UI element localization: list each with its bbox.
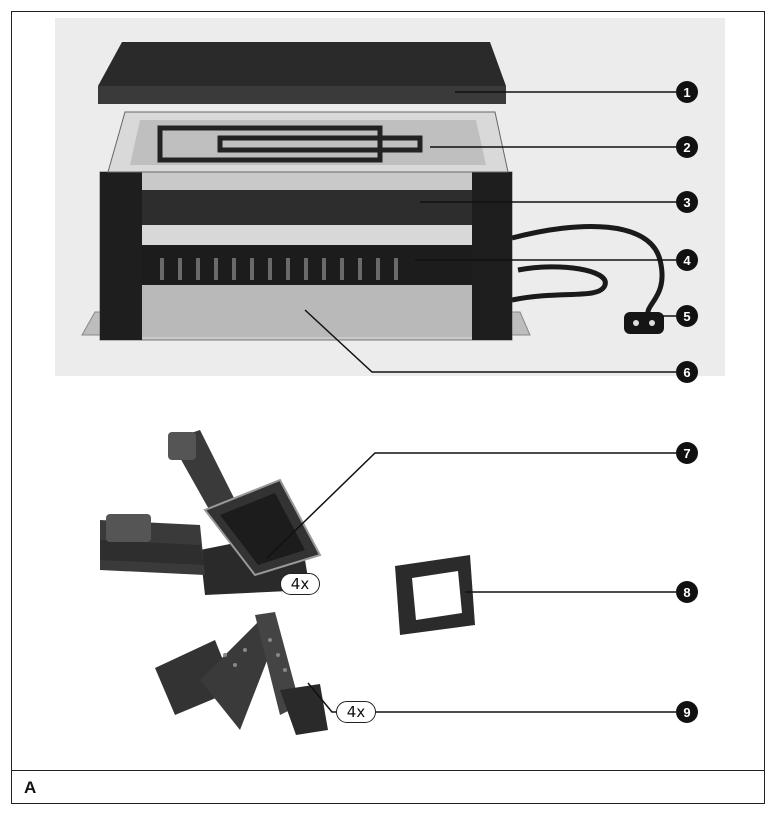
callout-1: 1 (676, 81, 698, 103)
callout-3: 3 (676, 191, 698, 213)
callout-2: 2 (676, 136, 698, 158)
callout-8: 8 (676, 581, 698, 603)
plug (624, 312, 664, 334)
callout-6: 6 (676, 361, 698, 383)
spatulas-quantity-badge: 4x (336, 701, 376, 723)
housing-right-corner (472, 172, 512, 340)
callout-4: 4 (676, 249, 698, 271)
callout-7: 7 (676, 442, 698, 464)
housing-left-corner (100, 172, 142, 340)
callout-9: 9 (676, 701, 698, 723)
callout-5: 5 (676, 305, 698, 327)
spatulas (155, 612, 328, 735)
raclette-pans (100, 430, 320, 595)
front-panel-top (142, 225, 472, 245)
figure-footer: A (11, 770, 765, 804)
pans-quantity-badge: 4x (280, 573, 320, 595)
grill-plate-edge (98, 86, 506, 104)
figure-label: A (24, 778, 36, 798)
grill-plate-top (98, 42, 506, 86)
pan-holder (395, 555, 475, 635)
